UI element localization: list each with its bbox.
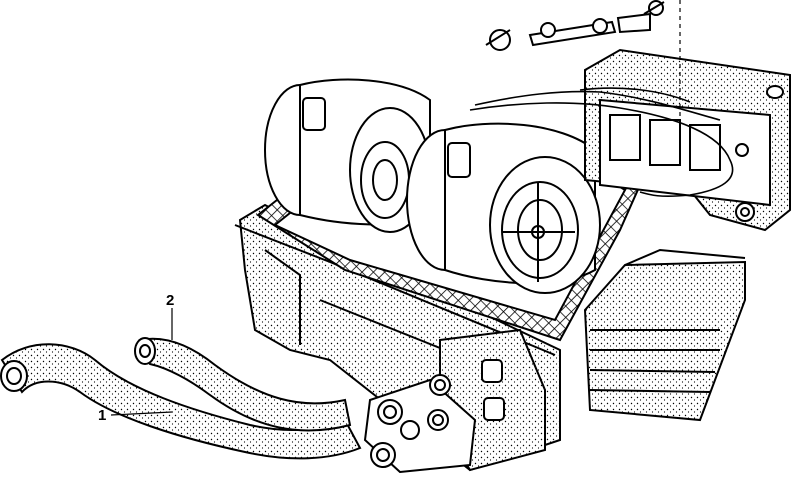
control-panel bbox=[584, 48, 791, 232]
callout-label-1: 1 bbox=[98, 407, 107, 424]
callout-leaders bbox=[110, 308, 173, 416]
control-knobs bbox=[485, 0, 681, 130]
heater-hose-1 bbox=[0, 343, 362, 460]
air-duct bbox=[583, 248, 746, 422]
heater-valve bbox=[363, 328, 546, 474]
heater-hose-2 bbox=[134, 337, 352, 432]
callout-label-2: 2 bbox=[166, 292, 175, 309]
blower-fan-left bbox=[264, 78, 431, 233]
leader-line-1 bbox=[110, 411, 173, 416]
blower-fan-right bbox=[406, 122, 601, 294]
